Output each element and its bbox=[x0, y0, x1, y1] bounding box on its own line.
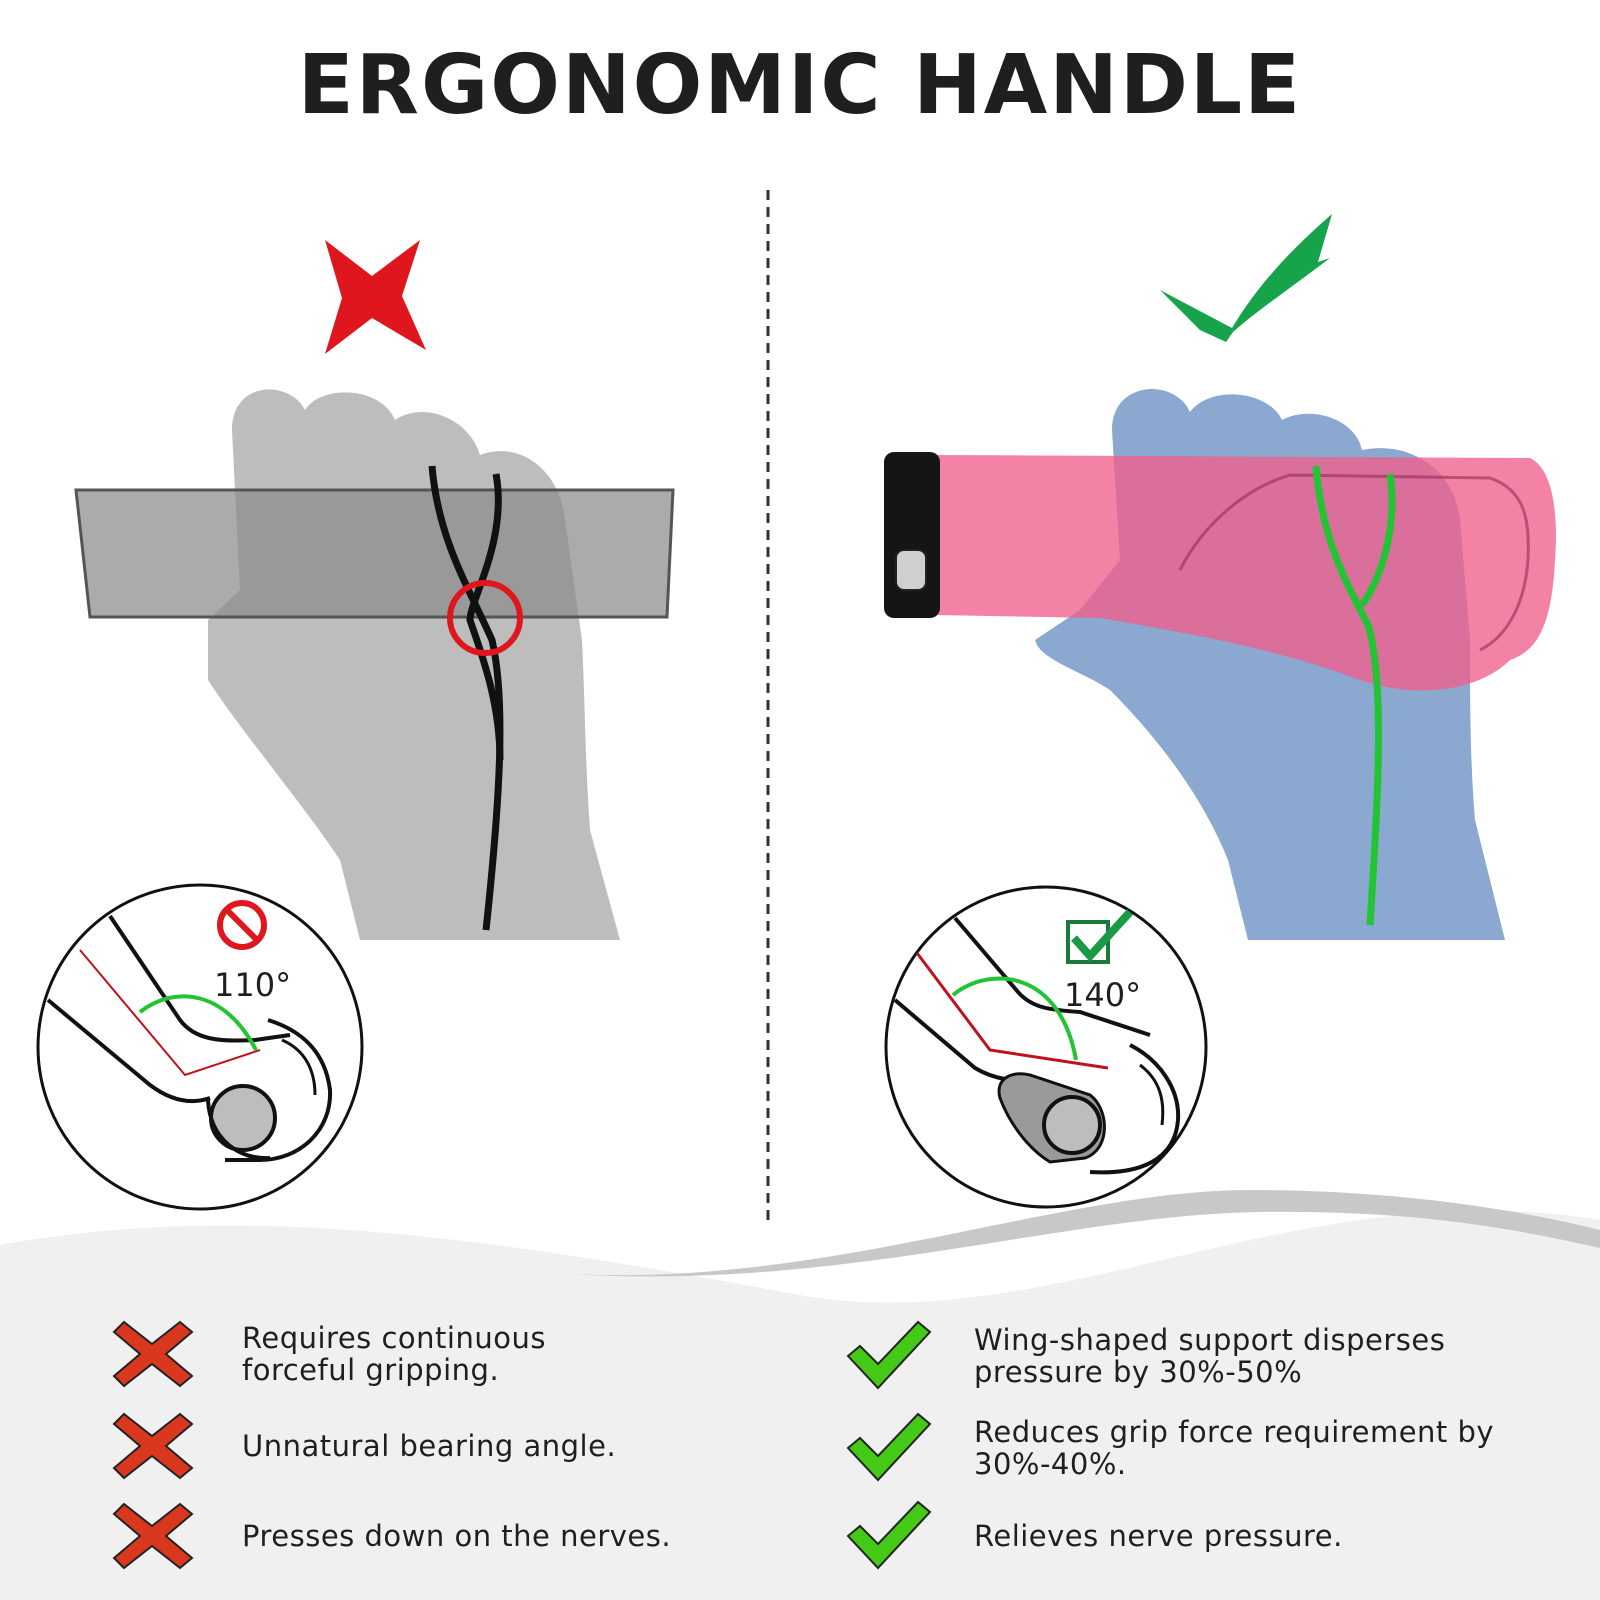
plain-handlebar bbox=[74, 488, 675, 619]
check-bullet-icon bbox=[846, 1320, 932, 1390]
x-mark-icon bbox=[325, 240, 426, 354]
x-bullet-icon bbox=[112, 1502, 194, 1570]
pressure-point bbox=[447, 580, 523, 656]
x-bullet-icon bbox=[112, 1320, 194, 1388]
bottom-panel bbox=[0, 1210, 1600, 1600]
ergonomic-grip bbox=[884, 452, 1556, 691]
angle-label-bad: 110° bbox=[214, 966, 292, 1004]
pro-item: Reduces grip force requirement by 30%-40… bbox=[844, 1408, 1494, 1488]
pro-text: Relieves nerve pressure. bbox=[974, 1519, 1343, 1553]
wrist-angle-inset-good bbox=[884, 885, 1208, 1209]
prohibited-icon bbox=[217, 900, 267, 950]
hand-good bbox=[884, 389, 1556, 940]
bottom-wave-accent bbox=[520, 1190, 1600, 1277]
con-text: Presses down on the nerves. bbox=[242, 1519, 672, 1553]
pro-text: Wing-shaped support disperses pressure b… bbox=[974, 1323, 1446, 1389]
hand-bad bbox=[74, 389, 675, 940]
pro-item: Relieves nerve pressure. bbox=[844, 1496, 1343, 1576]
check-mark-icon bbox=[1160, 214, 1332, 342]
con-item: Unnatural bearing angle. bbox=[112, 1406, 616, 1486]
con-text: Unnatural bearing angle. bbox=[242, 1429, 617, 1463]
pro-item: Wing-shaped support disperses pressure b… bbox=[844, 1316, 1445, 1396]
page-title: ERGONOMIC HANDLE bbox=[297, 38, 1303, 133]
con-item: Requires continuous forceful gripping. bbox=[112, 1314, 546, 1394]
angle-label-good: 140° bbox=[1064, 976, 1142, 1014]
con-text: Requires continuous forceful gripping. bbox=[242, 1321, 546, 1387]
checkbox-check-icon bbox=[1066, 909, 1133, 964]
check-bullet-icon bbox=[846, 1500, 932, 1570]
check-bullet-icon bbox=[846, 1412, 932, 1482]
x-bullet-icon bbox=[112, 1412, 194, 1480]
pro-text: Reduces grip force requirement by 30%-40… bbox=[974, 1415, 1495, 1481]
con-item: Presses down on the nerves. bbox=[112, 1496, 671, 1576]
wrist-angle-inset-bad bbox=[36, 883, 364, 1211]
